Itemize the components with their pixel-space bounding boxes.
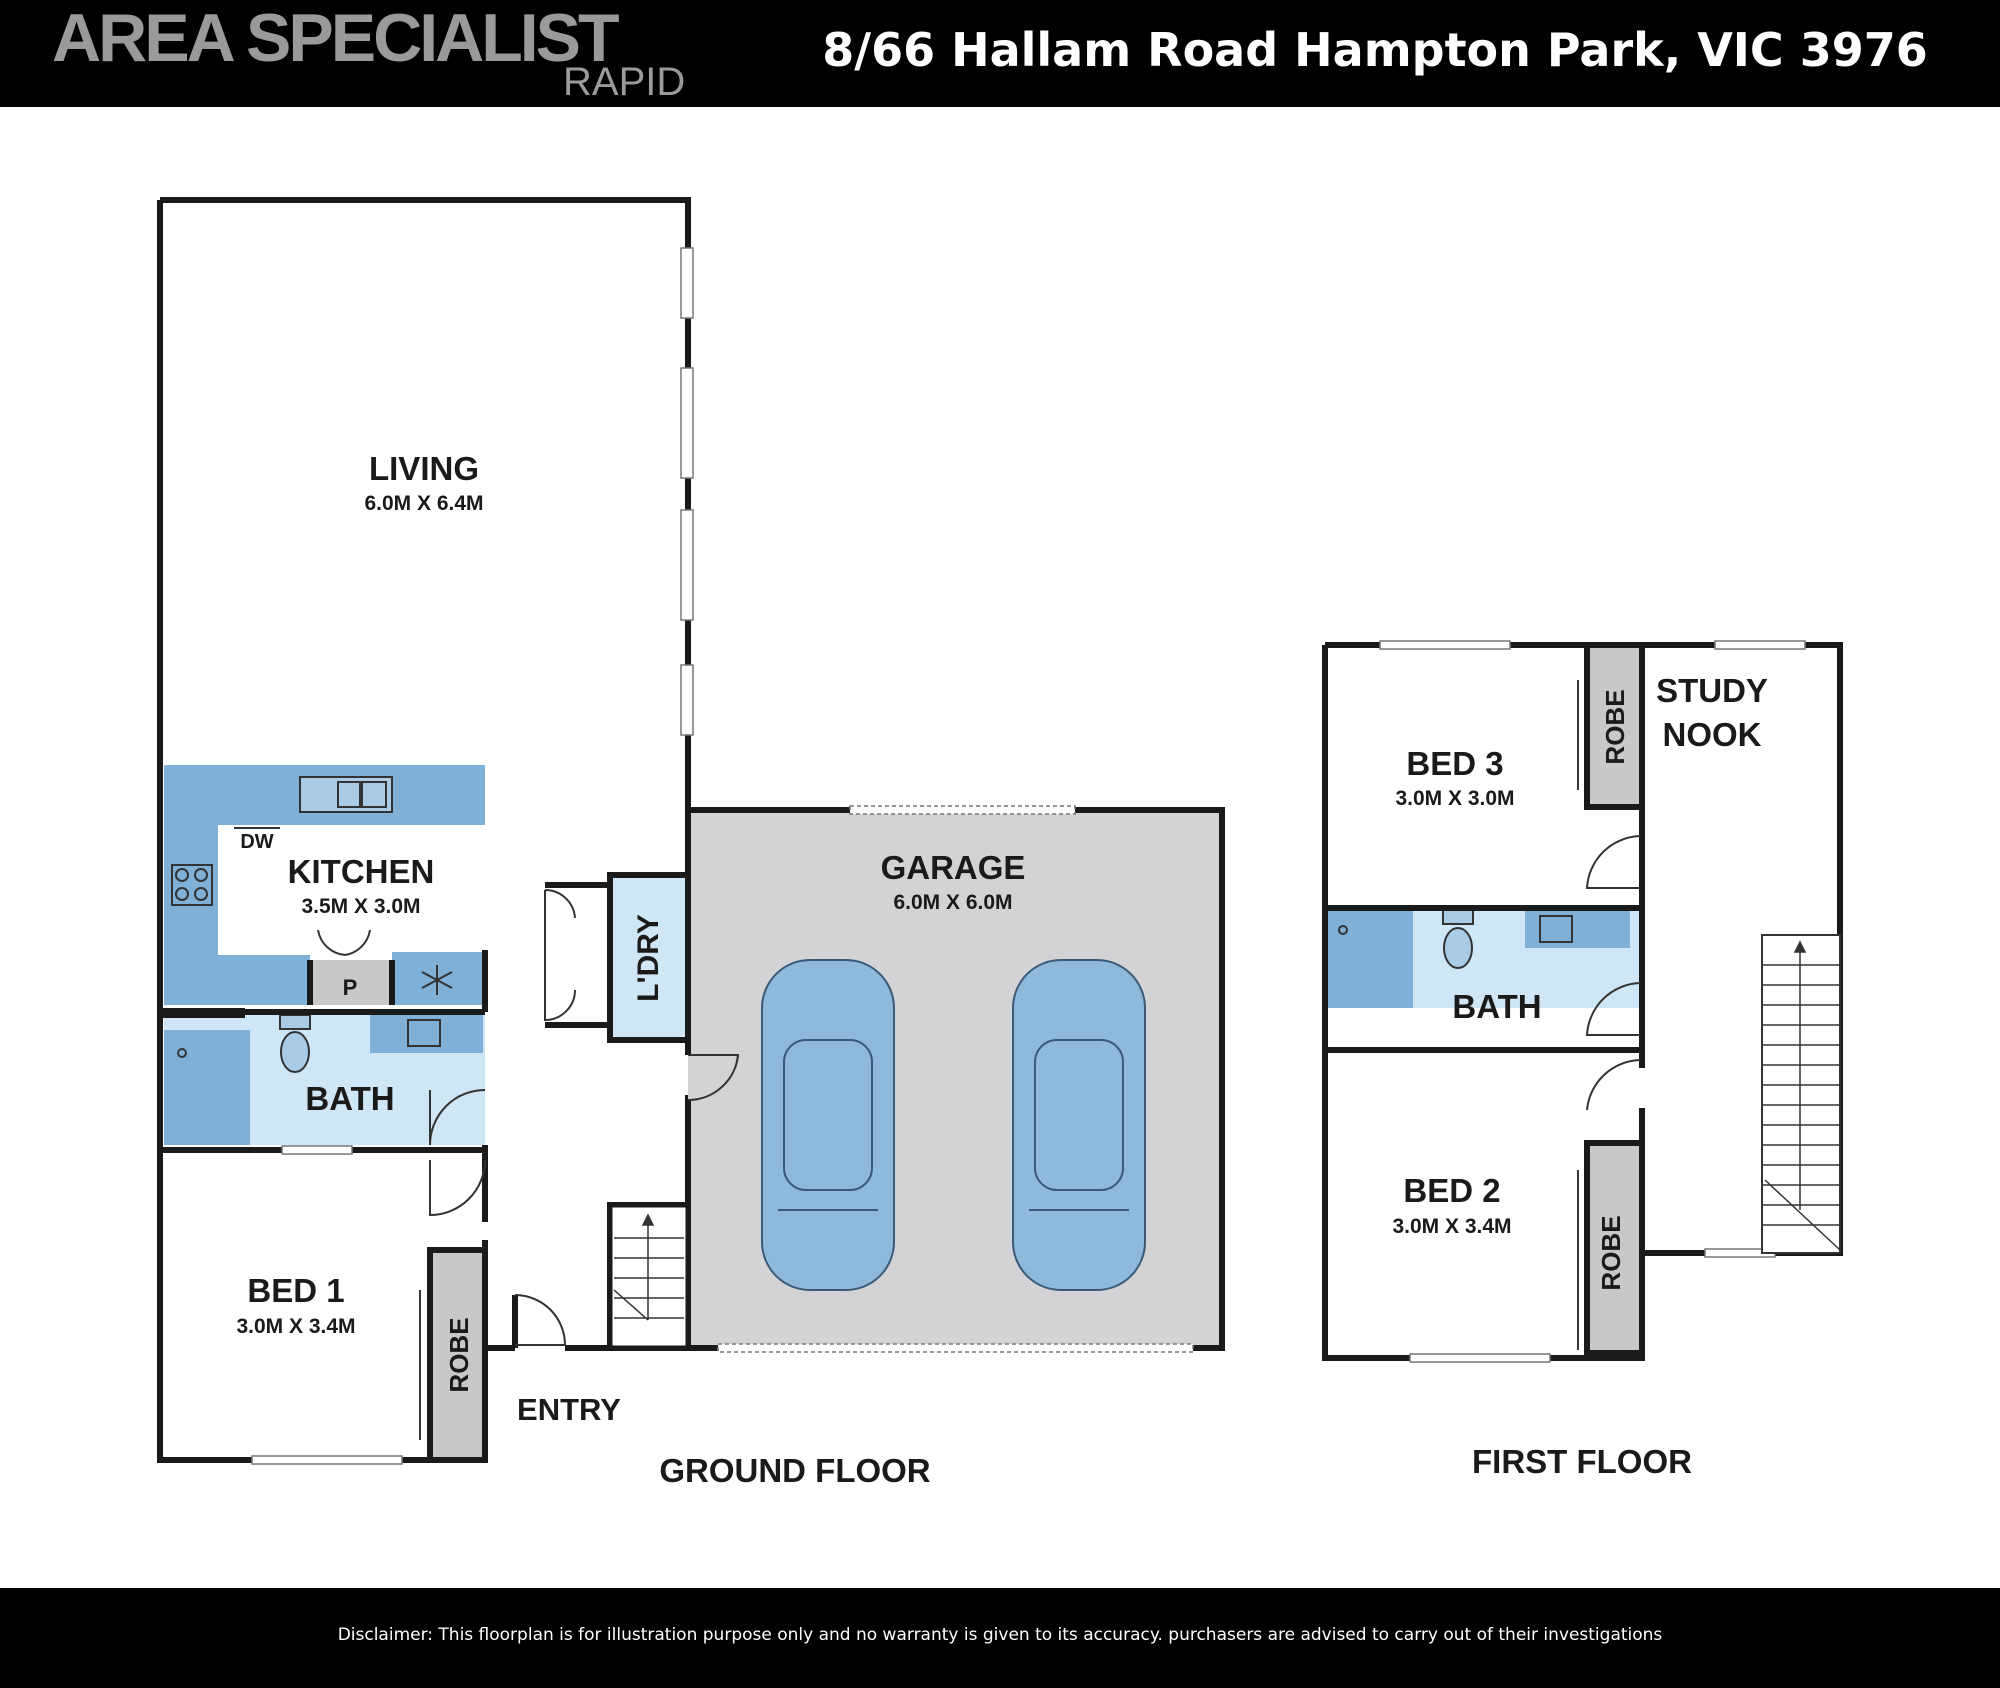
study-label-line1: STUDY bbox=[1656, 672, 1768, 709]
garage-label: GARAGE bbox=[881, 849, 1026, 886]
study-label-line2: NOOK bbox=[1663, 716, 1762, 753]
kitchen-label: KITCHEN bbox=[288, 853, 435, 890]
laundry-label: L'DRY bbox=[632, 914, 665, 1002]
first-bath-label: BATH bbox=[1452, 988, 1541, 1025]
first-bath-door[interactable] bbox=[1585, 982, 1641, 1036]
living-size: 6.0M X 6.4M bbox=[364, 492, 483, 515]
bed2-label: BED 2 bbox=[1403, 1172, 1500, 1209]
bed3-label: BED 3 bbox=[1406, 745, 1503, 782]
dishwasher-label: DW bbox=[240, 831, 273, 853]
laundry-door[interactable] bbox=[544, 888, 576, 1022]
bath-tub-icon bbox=[1325, 910, 1413, 1008]
kitchen-size: 3.5M X 3.0M bbox=[301, 895, 420, 918]
first-floor-title: FIRST FLOOR bbox=[1472, 1443, 1692, 1480]
pantry-label: P bbox=[343, 975, 358, 1000]
property-address: 8/66 Hallam Road Hampton Park, VIC 3976 bbox=[822, 23, 1928, 77]
ground-bath-label: BATH bbox=[305, 1080, 394, 1117]
bed3-size: 3.0M X 3.0M bbox=[1395, 787, 1514, 810]
header-bar: AREA SPECIALIST RAPID 8/66 Hallam Road H… bbox=[0, 0, 2000, 107]
bed2-size: 3.0M X 3.4M bbox=[1392, 1215, 1511, 1238]
bed1-robe-label: ROBE bbox=[444, 1317, 474, 1392]
bed2-door[interactable] bbox=[1586, 1059, 1641, 1111]
disclaimer-text: Disclaimer: This floorplan is for illust… bbox=[337, 1625, 1663, 1645]
toilet-icon bbox=[279, 1014, 311, 1073]
brand-logo: AREA SPECIALIST bbox=[52, 0, 620, 76]
fridge-icon bbox=[421, 965, 453, 995]
basin-icon bbox=[407, 1019, 441, 1047]
bath-door[interactable] bbox=[429, 1089, 486, 1146]
bed1-label: BED 1 bbox=[247, 1272, 344, 1309]
ground-floor-plan bbox=[157, 197, 1225, 1465]
kitchen-bench-bottom bbox=[164, 955, 310, 1005]
footer-bar bbox=[0, 1588, 2000, 1688]
bed1-size: 3.0M X 3.4M bbox=[236, 1315, 355, 1338]
first-basin-icon bbox=[1539, 915, 1573, 943]
ground-floor-title: GROUND FLOOR bbox=[659, 1452, 930, 1489]
first-stairs bbox=[1761, 934, 1841, 1254]
entry-door[interactable] bbox=[514, 1294, 567, 1346]
shower-icon bbox=[164, 1030, 250, 1145]
pantry bbox=[310, 960, 392, 1005]
bed1-door[interactable] bbox=[429, 1159, 486, 1217]
bed3-door[interactable] bbox=[1585, 835, 1641, 889]
bed3-robe-label: ROBE bbox=[1600, 689, 1630, 764]
car-left-icon bbox=[761, 959, 895, 1291]
first-toilet-icon bbox=[1442, 909, 1474, 969]
brand-logo-subtitle: RAPID bbox=[563, 60, 686, 104]
living-label: LIVING bbox=[369, 450, 479, 487]
first-floor-plan bbox=[1322, 640, 1843, 1363]
bed2-robe-label: ROBE bbox=[1596, 1215, 1626, 1290]
bed2-robe bbox=[1584, 1140, 1645, 1356]
car-right-icon bbox=[1012, 959, 1146, 1291]
garage-size: 6.0M X 6.0M bbox=[893, 891, 1012, 914]
ground-stairs bbox=[607, 1202, 691, 1351]
entry-label: ENTRY bbox=[517, 1392, 621, 1427]
cooktop-icon bbox=[171, 864, 213, 906]
bed1-robe bbox=[427, 1247, 488, 1463]
room-labels: LIVING 6.0M X 6.4M KITCHEN 3.5M X 3.0M D… bbox=[236, 450, 1767, 1489]
laundry-room bbox=[607, 872, 691, 1043]
pantry-door[interactable] bbox=[317, 929, 371, 956]
